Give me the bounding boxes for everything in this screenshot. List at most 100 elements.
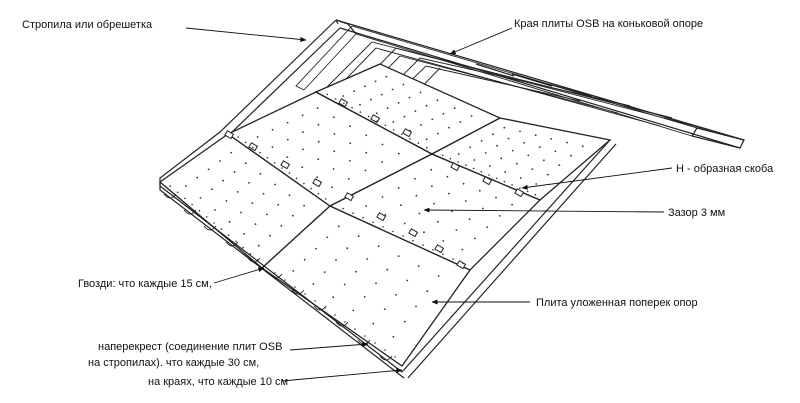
nail-dot (386, 268, 389, 271)
nail-dot (473, 159, 476, 161)
edge-nail-dot (334, 98, 337, 100)
leader-lines (185, 27, 673, 382)
nail-dot (317, 140, 320, 143)
nail-dot (225, 200, 228, 202)
nail-dot (185, 185, 187, 187)
nail-dot (243, 232, 246, 235)
edge-nail-dot (362, 216, 364, 219)
nail-dot (332, 296, 335, 299)
nail-dot (397, 187, 400, 189)
edge-nail-dot (213, 222, 215, 224)
nail-dot (326, 236, 329, 239)
nail-dot (500, 157, 503, 160)
edge-nail-dot (367, 115, 370, 118)
nail-dot (503, 126, 506, 129)
nail-dot (383, 308, 386, 311)
nail-dot (469, 146, 472, 149)
nail-dot (233, 171, 236, 173)
edge-nail-dot (304, 293, 306, 295)
nail-dot (364, 85, 366, 88)
nail-dot (323, 271, 326, 273)
nail-dot (302, 148, 304, 151)
edge-nail-dot (252, 146, 254, 149)
nail-dot (442, 240, 445, 242)
nail-dot (496, 144, 498, 147)
nail-dot (222, 179, 225, 182)
nail-dot (408, 96, 411, 99)
nail-dot (259, 173, 262, 175)
nail-dot (317, 158, 320, 161)
edge-nail-dot (205, 216, 208, 218)
nail-dot (495, 196, 497, 199)
edge-nail-dot (326, 93, 329, 96)
h-clips (224, 98, 525, 270)
nail-dot (554, 150, 557, 153)
edge-nail-dot (344, 321, 346, 323)
nail-dot (365, 151, 368, 154)
nail-dot (359, 103, 361, 106)
nail-dot (277, 203, 280, 206)
nail-dot (448, 192, 450, 195)
edge-nail-dot (462, 262, 464, 265)
edge-nail-dot (472, 167, 475, 170)
nail-dot (374, 80, 377, 83)
nail-dot (523, 142, 526, 144)
nail-dot (303, 204, 305, 207)
osb-sheets (158, 63, 617, 379)
nail-dot (349, 125, 351, 128)
edge-nail-dot (256, 259, 259, 261)
nail-dot (301, 114, 304, 117)
nail-dot (403, 222, 406, 225)
edge-nail-dot (452, 258, 454, 260)
edge-nail-dot (392, 129, 395, 131)
nail-dot (414, 177, 416, 180)
nail-dot (484, 152, 487, 154)
nail-dot (288, 194, 291, 197)
edge-nail-dot (441, 154, 444, 157)
nail-dot (478, 189, 481, 192)
edge-nail-dot (284, 279, 286, 281)
nail-dot (457, 153, 460, 155)
nail-dot (207, 168, 210, 171)
nail-dot (254, 223, 257, 226)
edge-nail-dot (495, 177, 498, 180)
nail-dot (244, 162, 247, 165)
nail-dot (442, 112, 445, 115)
nail-dot (392, 335, 395, 338)
nail-dot (219, 160, 221, 162)
edge-nail-dot (295, 177, 298, 180)
nail-dot (274, 183, 276, 186)
nail-dot (365, 205, 368, 207)
nail-dot (385, 75, 388, 78)
edge-nail-dot (342, 207, 344, 210)
nail-dot (384, 213, 387, 216)
nail-dot (546, 173, 549, 176)
edge-nail-dot (382, 226, 384, 228)
nail-dot (535, 183, 538, 185)
nail-dot (352, 309, 355, 312)
nail-dot (558, 164, 561, 167)
nail-dot (515, 162, 518, 165)
nail-dot (397, 255, 400, 257)
nail-dot (550, 138, 553, 140)
edge-nail-dot (324, 198, 327, 200)
nail-dot (453, 107, 456, 110)
labels: Стропила или обрешетка Края плиты OSB на… (22, 18, 774, 388)
label-cross-line-2: на стропилах). что каждые 30 см, (88, 357, 259, 369)
nail-dot (402, 83, 405, 86)
edge-nail-dot (503, 180, 506, 183)
nail-dot (332, 168, 335, 170)
rafters (335, 19, 745, 149)
edge-nail-dot (384, 124, 387, 127)
nail-dot (534, 134, 537, 137)
label-osb-edges: Края плиты OSB на коньковой опоре (514, 18, 703, 30)
nail-dot (257, 244, 260, 247)
nail-dot (415, 194, 418, 197)
nail-dot (372, 322, 375, 325)
nail-dot (400, 204, 402, 207)
edge-nail-dot (343, 102, 345, 105)
nail-dot (519, 130, 521, 133)
nail-dot (381, 196, 384, 198)
label-plate: Плита уложенная поперек опор (536, 297, 698, 309)
